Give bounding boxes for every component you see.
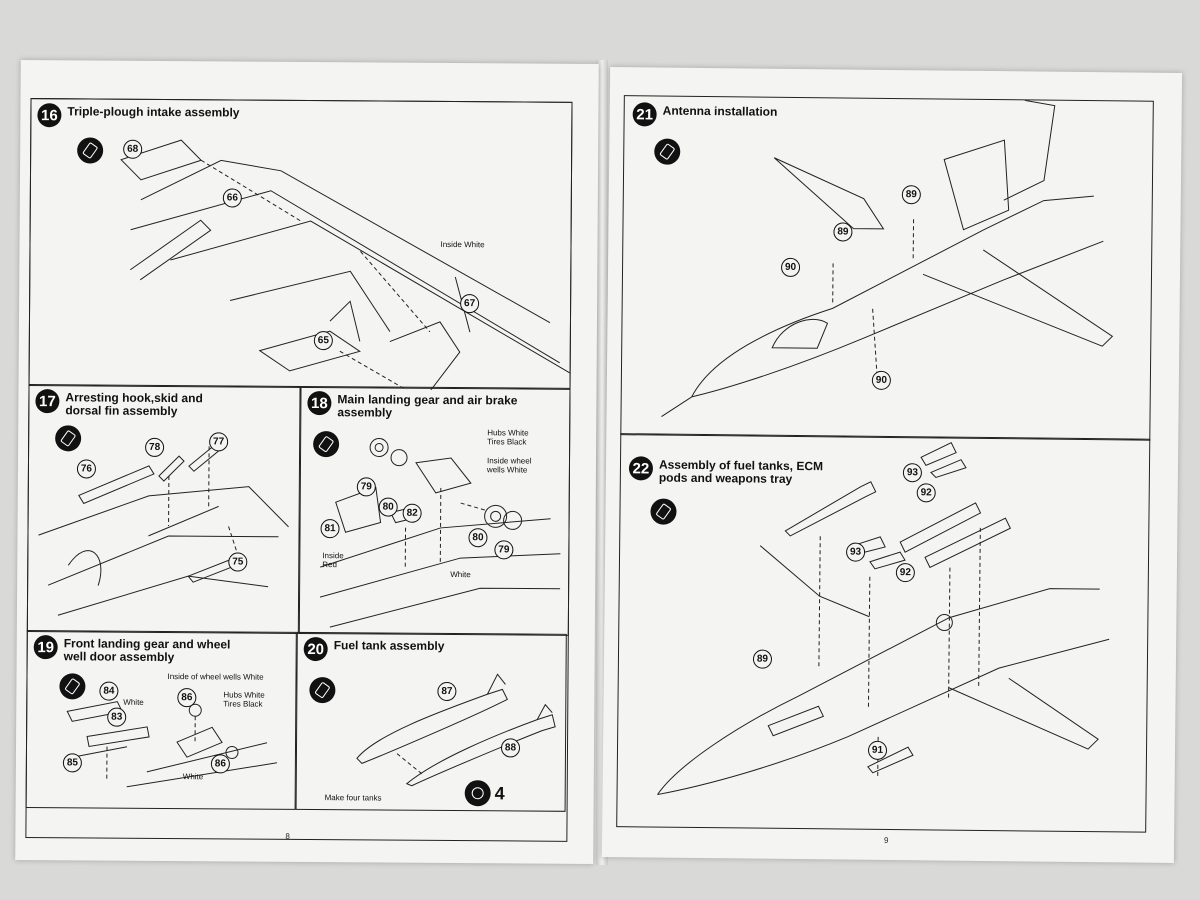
weapons-drawing [657, 441, 1110, 796]
paint-note: wells White [486, 465, 528, 475]
part-callout: 81 [320, 519, 340, 539]
part-callout: 80 [378, 497, 398, 517]
antenna-drawing [661, 99, 1114, 418]
part-callout: 79 [494, 540, 514, 560]
part-callout: 89 [901, 185, 921, 205]
part-callout: 68 [123, 139, 143, 159]
nose-gear-drawing [66, 701, 277, 788]
paint-note: Inside of wheel wells White [167, 672, 264, 682]
paint-note: White [123, 697, 144, 707]
main-gear-drawing [319, 438, 561, 628]
right-page: 21 Antenna installation 89 89 90 90 22 A… [601, 67, 1183, 863]
paint-note: Hubs White [487, 428, 529, 438]
part-callout: 65 [313, 331, 333, 351]
intake-drawing [120, 139, 570, 391]
paint-note: Tires Black [487, 437, 527, 447]
part-callout: 83 [107, 707, 127, 727]
part-callout: 77 [209, 432, 229, 452]
tail-drawing [38, 440, 289, 616]
paint-note: Hubs White [223, 690, 265, 700]
paint-note: White [450, 570, 471, 580]
part-callout: 90 [871, 370, 891, 390]
page-number: 9 [884, 835, 889, 845]
page-number: 8 [285, 831, 290, 841]
step-18-panel: 18 Main landing gear and air brake assem… [298, 385, 571, 636]
part-callout: 67 [460, 294, 480, 314]
paint-note: Tires Black [223, 699, 263, 709]
part-callout: 91 [867, 740, 888, 760]
fuel-tank-drawing [356, 673, 556, 787]
part-callout: 75 [228, 552, 248, 572]
part-callout: 84 [99, 681, 119, 701]
part-callout: 92 [916, 483, 936, 503]
make-quantity-icon [464, 780, 491, 807]
part-callout: 93 [845, 542, 866, 562]
paint-note: Red [322, 560, 338, 570]
part-callout: 66 [222, 188, 242, 208]
paint-note: White [182, 772, 204, 782]
part-callout: 76 [76, 459, 97, 479]
part-callout: 92 [895, 563, 915, 583]
paint-note: Inside [322, 551, 344, 561]
left-page: 16 Triple-plough intake assembly 68 66 6… [15, 59, 599, 865]
part-callout: 80 [468, 528, 488, 548]
step-19-panel: 19 Front landing gear and wheel well doo… [25, 630, 297, 810]
step-21-panel: 21 Antenna installation 89 89 90 90 [620, 95, 1154, 441]
part-callout: 87 [437, 681, 457, 702]
step-20-panel: 20 Fuel tank assembly 87 88 Make four ta… [295, 631, 567, 812]
part-callout: 79 [356, 477, 376, 497]
step-17-panel: 17 Arresting hook,skid and dorsal fin as… [26, 384, 301, 634]
part-callout: 89 [752, 649, 773, 669]
step-22-panel: 22 Assembly of fuel tanks, ECM pods and … [616, 433, 1151, 833]
paint-note: Inside White [440, 239, 485, 250]
part-callout: 86 [210, 754, 230, 774]
quantity-value: 4 [494, 782, 505, 803]
part-callout: 88 [500, 738, 521, 758]
part-callout: 89 [833, 222, 853, 242]
assembly-note: Make four tanks [324, 793, 382, 803]
paint-note: Inside wheel [486, 456, 532, 466]
part-callout: 93 [902, 463, 923, 483]
part-callout: 86 [177, 688, 197, 708]
step-16-panel: 16 Triple-plough intake assembly 68 66 6… [28, 98, 573, 391]
quantity-badge: 4 [464, 780, 505, 807]
part-callout: 90 [780, 257, 801, 278]
part-callout: 78 [145, 437, 165, 458]
part-callout: 85 [62, 753, 82, 773]
part-callout: 82 [402, 503, 422, 523]
